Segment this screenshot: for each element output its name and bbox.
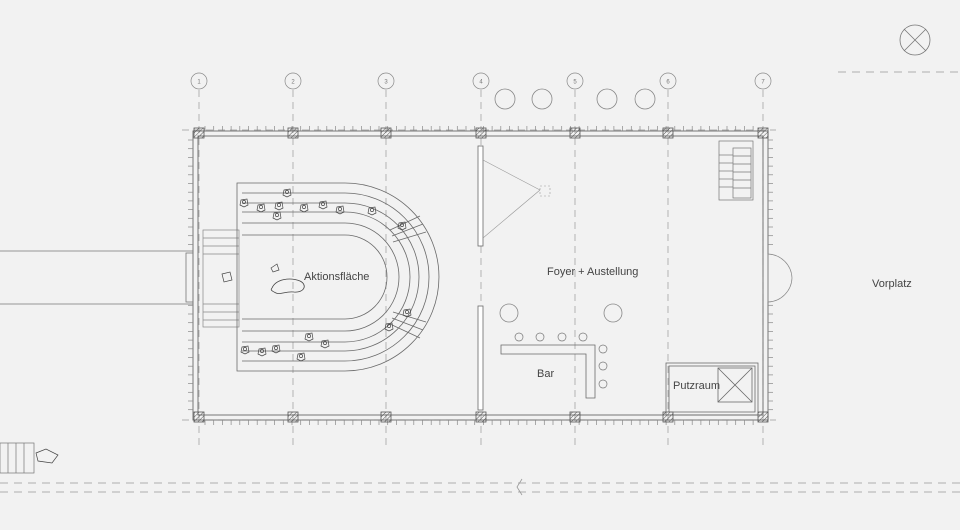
column [757, 411, 769, 423]
person-figure [274, 201, 284, 211]
column [757, 127, 769, 139]
foyer-display [482, 159, 551, 239]
person-figure [239, 198, 249, 208]
performer-figure [270, 263, 280, 273]
stairwell [718, 140, 754, 201]
axis-number: 2 [291, 80, 295, 86]
person-figure [384, 322, 394, 332]
column [193, 411, 205, 423]
path-arrow-icon [516, 478, 523, 496]
entrance-door [767, 253, 793, 303]
axis-bubble [472, 72, 490, 90]
label-cleaning-room: Putzraum [673, 380, 720, 392]
label-foyer: Foyer + Austellung [547, 266, 638, 278]
site-stair [0, 442, 35, 474]
column [569, 411, 581, 423]
label-stage: Aktionsfläche [304, 271, 369, 283]
bar-counter [500, 344, 596, 399]
person-figure [271, 344, 281, 354]
axis-bubble [659, 72, 677, 90]
column [662, 411, 674, 423]
column [662, 127, 674, 139]
column [287, 411, 299, 423]
person-figure [35, 448, 59, 464]
person-figure [335, 205, 345, 215]
label-forecourt: Vorplatz [872, 278, 912, 290]
person-figure [240, 345, 250, 355]
column [380, 411, 392, 423]
facade-mullions [188, 126, 773, 425]
axis-bubble [284, 72, 302, 90]
bar-stools [514, 332, 608, 389]
person-figure [256, 203, 266, 213]
column [569, 127, 581, 139]
axis-number: 5 [573, 80, 577, 86]
foyer-tables [499, 303, 623, 323]
columns [193, 127, 769, 423]
person-figure [320, 339, 330, 349]
axis-bubble [377, 72, 395, 90]
person-figure [272, 211, 282, 221]
person-figure [282, 188, 292, 198]
auditorium-seating [236, 182, 440, 372]
person-figure [221, 271, 233, 283]
axis-bubble [190, 72, 208, 90]
axis-number: 6 [666, 80, 670, 86]
site-boundary [0, 71, 960, 493]
entrance-steps [202, 229, 240, 328]
outdoor-tables [494, 88, 656, 110]
column [475, 411, 487, 423]
column [475, 127, 487, 139]
compass-icon [899, 24, 931, 56]
axis-number: 4 [479, 80, 483, 86]
axis-number: 3 [384, 80, 388, 86]
column [193, 127, 205, 139]
person-figure [304, 332, 314, 342]
column [287, 127, 299, 139]
person-figure [318, 200, 328, 210]
person-figure [367, 206, 377, 216]
label-bar: Bar [537, 368, 554, 380]
cleaning-room [665, 362, 759, 416]
axis-number: 1 [197, 80, 201, 86]
entrance-bridge [0, 250, 194, 305]
performer-figure [270, 278, 305, 294]
axis-number: 7 [761, 80, 765, 86]
person-figure [296, 352, 306, 362]
column [380, 127, 392, 139]
person-figure [402, 308, 412, 318]
person-figure [397, 221, 407, 231]
axis-bubble [754, 72, 772, 90]
people-figures [239, 188, 412, 362]
person-figure [257, 347, 267, 357]
person-figure [299, 203, 309, 213]
axis-bubble [566, 72, 584, 90]
partition-walls [477, 145, 484, 411]
